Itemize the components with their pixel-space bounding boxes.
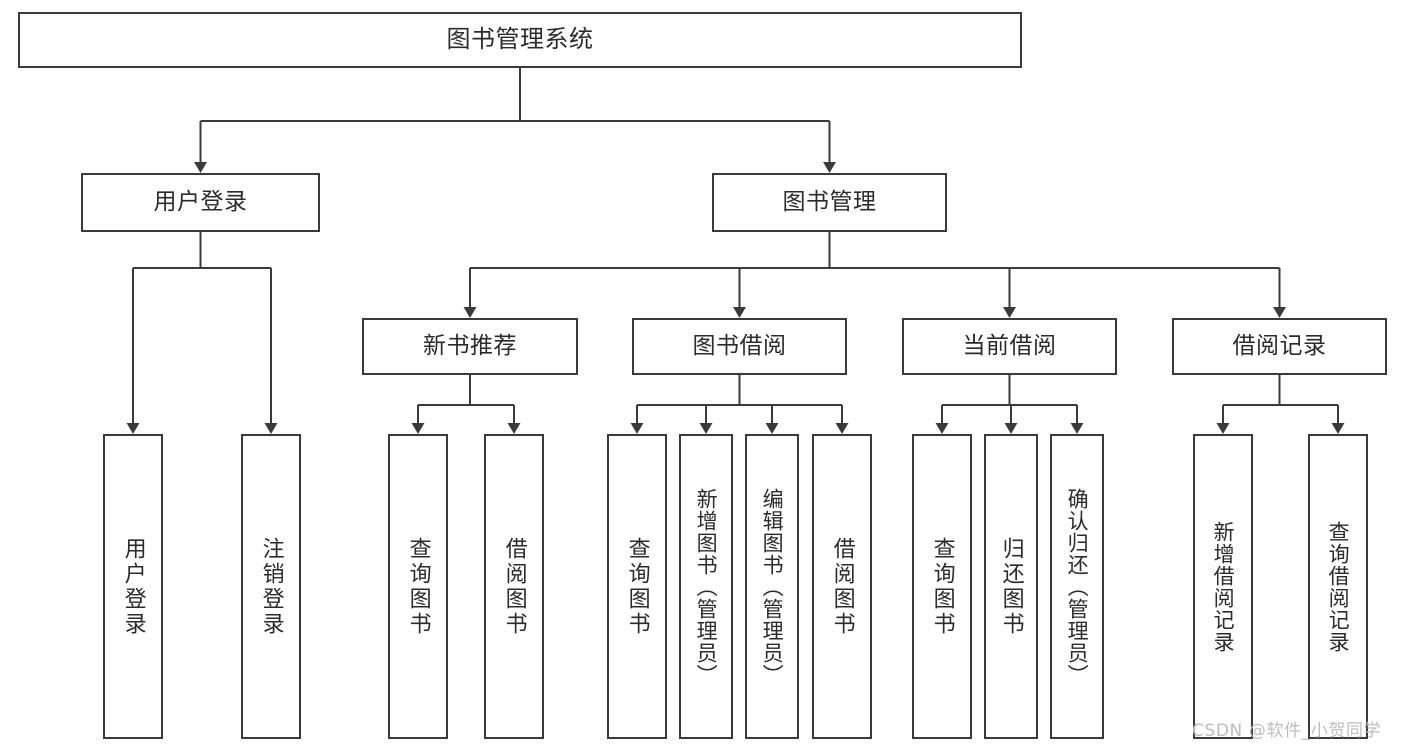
node-leaf-user-login-label: 用户登录: [120, 536, 146, 637]
node-book-borrow-label: 图书借阅: [692, 333, 787, 360]
node-leaf-borrow-book-2-label: 借阅图书: [829, 536, 855, 637]
node-leaf-user-logout[interactable]: 注销登录: [241, 434, 301, 739]
node-leaf-query-book-1-label: 查询图书: [405, 536, 431, 637]
node-leaf-return-book[interactable]: 归还图书: [984, 434, 1038, 739]
node-leaf-add-book-label: 新增图书（管理员）: [694, 487, 719, 686]
node-user-login-label: 用户登录: [153, 189, 248, 216]
node-book-management-label: 图书管理: [782, 189, 877, 216]
node-leaf-return-book-label: 归还图书: [998, 536, 1024, 637]
node-leaf-query-book-2[interactable]: 查询图书: [607, 434, 667, 739]
node-borrow-record-label: 借阅记录: [1232, 333, 1327, 360]
node-book-borrow[interactable]: 图书借阅: [632, 318, 847, 375]
node-new-book-recommend-label: 新书推荐: [423, 333, 517, 360]
node-leaf-edit-book-label: 编辑图书（管理员）: [760, 487, 785, 686]
node-leaf-add-record[interactable]: 新增借阅记录: [1193, 434, 1253, 739]
node-current-borrow[interactable]: 当前借阅: [902, 318, 1117, 375]
node-leaf-query-book-3[interactable]: 查询图书: [912, 434, 972, 739]
node-leaf-query-book-1[interactable]: 查询图书: [388, 434, 448, 739]
node-leaf-query-book-2-label: 查询图书: [624, 536, 650, 637]
node-leaf-query-record-label: 查询借阅记录: [1326, 520, 1351, 653]
node-leaf-add-book[interactable]: 新增图书（管理员）: [679, 434, 733, 739]
node-current-borrow-label: 当前借阅: [962, 333, 1057, 360]
node-user-login[interactable]: 用户登录: [81, 173, 320, 232]
node-leaf-add-record-label: 新增借阅记录: [1211, 520, 1236, 653]
node-leaf-confirm-return[interactable]: 确认归还（管理员）: [1050, 434, 1104, 739]
node-book-management[interactable]: 图书管理: [712, 173, 947, 232]
node-leaf-user-login[interactable]: 用户登录: [103, 434, 163, 739]
node-leaf-query-record[interactable]: 查询借阅记录: [1308, 434, 1368, 739]
node-leaf-edit-book[interactable]: 编辑图书（管理员）: [745, 434, 799, 739]
node-leaf-borrow-book-2[interactable]: 借阅图书: [812, 434, 872, 739]
csdn-watermark: CSDN @软件_小贺同学: [1192, 721, 1382, 741]
node-root-label: 图书管理系统: [446, 25, 594, 54]
node-new-book-recommend[interactable]: 新书推荐: [362, 318, 578, 375]
node-leaf-borrow-book-1[interactable]: 借阅图书: [484, 434, 544, 739]
node-borrow-record[interactable]: 借阅记录: [1172, 318, 1387, 375]
node-leaf-confirm-return-label: 确认归还（管理员）: [1065, 487, 1090, 686]
node-leaf-borrow-book-1-label: 借阅图书: [501, 536, 527, 637]
node-leaf-query-book-3-label: 查询图书: [929, 536, 955, 637]
node-root[interactable]: 图书管理系统: [18, 12, 1022, 68]
node-leaf-user-logout-label: 注销登录: [258, 536, 284, 637]
